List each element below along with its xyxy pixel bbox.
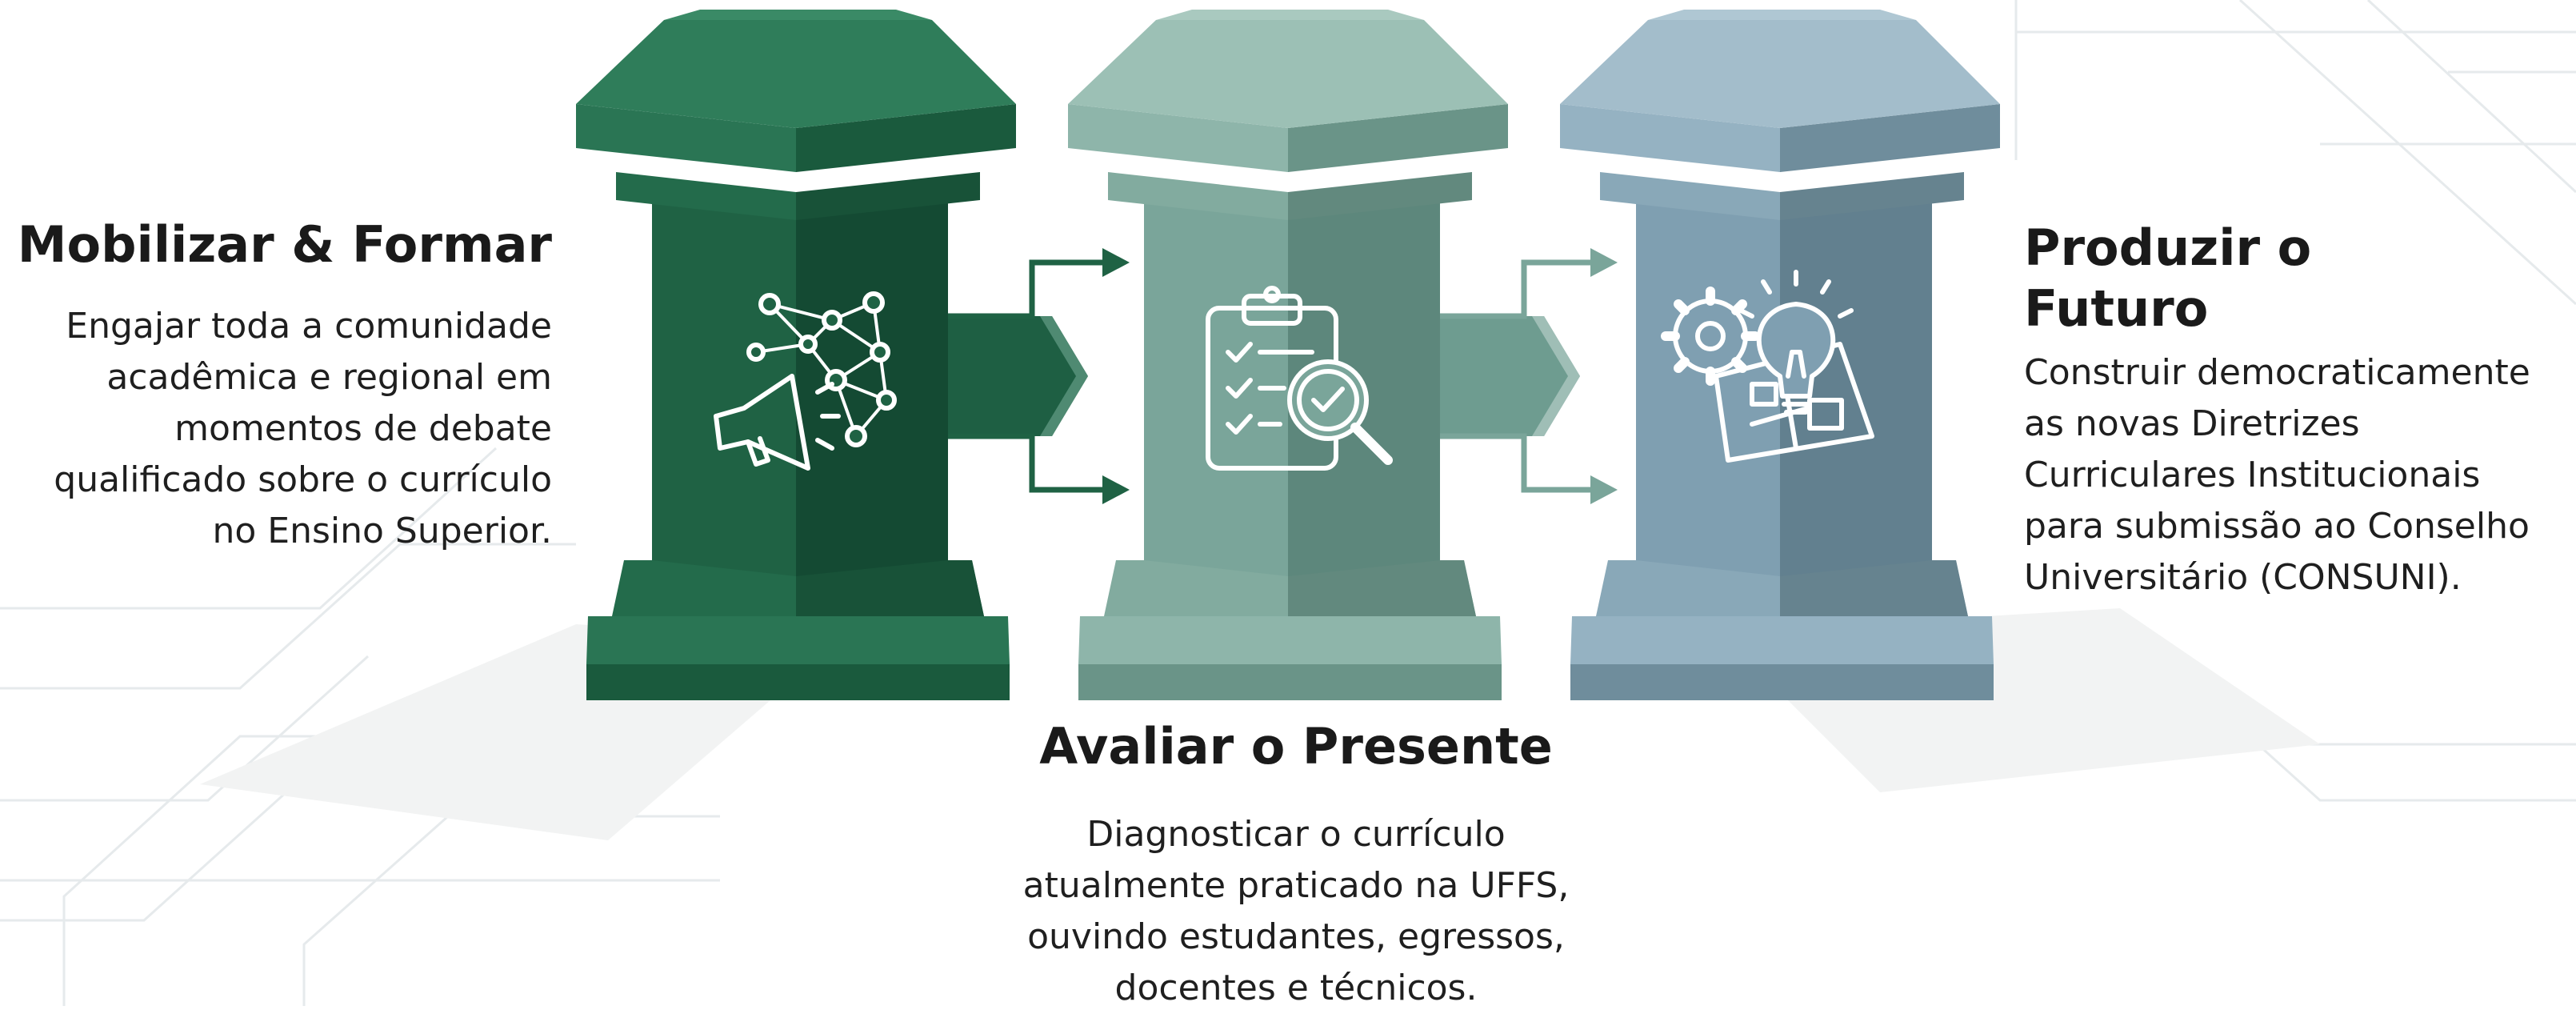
description-line: as novas Diretrizes [2024, 403, 2360, 444]
description-line: Diagnosticar o currículo [1086, 814, 1506, 855]
stage-evaluate-title: Avaliar o Presente [1039, 717, 1553, 776]
pillar-evaluate [1068, 10, 1508, 700]
stage-mobilize-title: Mobilizar & Formar [17, 215, 552, 274]
description-line: atualmente praticado na UFFS, [1022, 865, 1570, 906]
title-line: Produzir o [2024, 218, 2312, 277]
clipboard-magnifier-icon [1206, 286, 1393, 471]
stage-produce-title: Produzir o Futuro [2024, 218, 2360, 339]
connector-2-to-3 [1440, 248, 1618, 504]
stage-evaluate-text: Avaliar o Presente Diagnosticar o curríc… [928, 716, 1664, 1014]
stage-mobilize-description: Engajar toda a comunidade acadêmica e re… [8, 301, 552, 557]
description-line: Universitário (CONSUNI). [2024, 557, 2462, 598]
description-line: Construir democraticamente [2024, 352, 2530, 393]
megaphone-network-icon [714, 291, 897, 471]
pillar-mobilize [576, 10, 1016, 700]
stage-evaluate-description: Diagnosticar o currículo atualmente prat… [928, 809, 1664, 1014]
description-line: qualificado sobre o currículo [54, 459, 552, 500]
description-line: Curriculares Institucionais [2024, 455, 2481, 495]
description-line: momentos de debate [174, 408, 552, 449]
description-line: ouvindo estudantes, egressos, [1027, 916, 1565, 957]
description-line: no Ensino Superior. [212, 511, 552, 551]
description-line: Engajar toda a comunidade [66, 306, 552, 347]
connector-1-to-2 [948, 248, 1130, 504]
description-line: acadêmica e regional em [106, 357, 552, 398]
stage-produce-description: Construir democraticamente as novas Dire… [2024, 347, 2572, 603]
gear-lightbulb-blueprint-icon [1661, 270, 1874, 463]
stage-produce-text: Produzir o Futuro Construir democraticam… [2024, 218, 2572, 603]
description-line: docentes e técnicos. [1114, 968, 1478, 1008]
title-line: Futuro [2024, 279, 2209, 338]
description-line: para submissão ao Conselho [2024, 506, 2530, 547]
pillar-produce [1560, 10, 2000, 700]
stage-mobilize-text: Mobilizar & Formar Engajar toda a comuni… [8, 214, 552, 557]
